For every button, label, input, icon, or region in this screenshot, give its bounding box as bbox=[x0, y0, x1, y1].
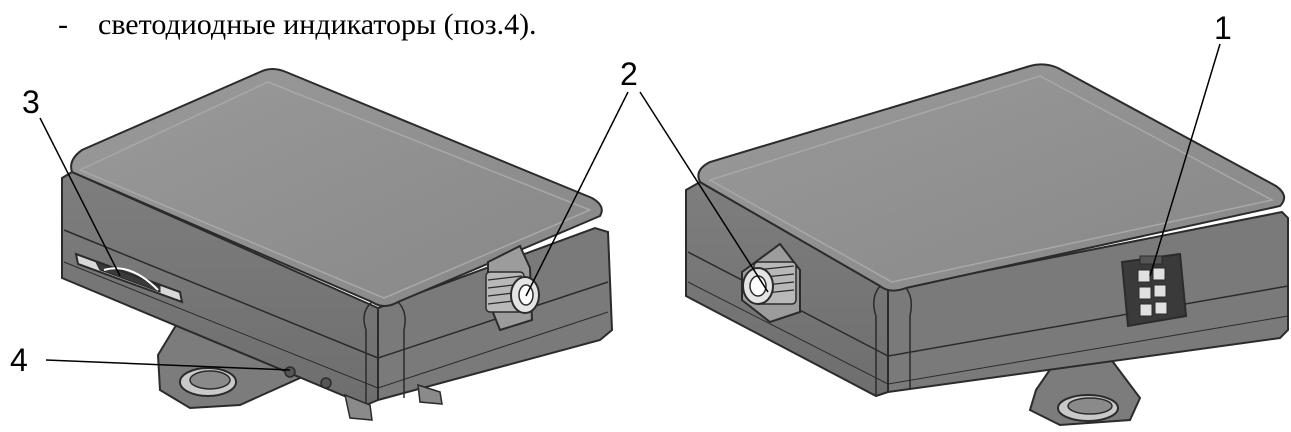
power-connector bbox=[1120, 252, 1188, 328]
callout-label-2: 2 bbox=[620, 56, 638, 92]
callout-label-3: 3 bbox=[22, 84, 40, 120]
bullet-marker: - bbox=[58, 8, 68, 41]
antenna-connector-right bbox=[741, 242, 801, 324]
device-left bbox=[61, 68, 614, 421]
device-right bbox=[685, 63, 1289, 427]
leader-line-2b bbox=[639, 91, 769, 293]
callout-label-1: 1 bbox=[1214, 10, 1232, 46]
leader-line-3 bbox=[39, 117, 121, 277]
bullet-item: -светодиодные индикаторы (поз.4). bbox=[58, 8, 537, 42]
antenna-connector-left bbox=[485, 244, 540, 332]
card-slot bbox=[74, 252, 184, 304]
leader-line-2a bbox=[525, 91, 629, 297]
leader-line-1 bbox=[1149, 43, 1221, 277]
leader-lines bbox=[39, 43, 1221, 371]
leader-line-4 bbox=[45, 359, 291, 371]
callout-label-4: 4 bbox=[10, 342, 28, 378]
bullet-text: светодиодные индикаторы (поз.4). bbox=[98, 8, 537, 41]
